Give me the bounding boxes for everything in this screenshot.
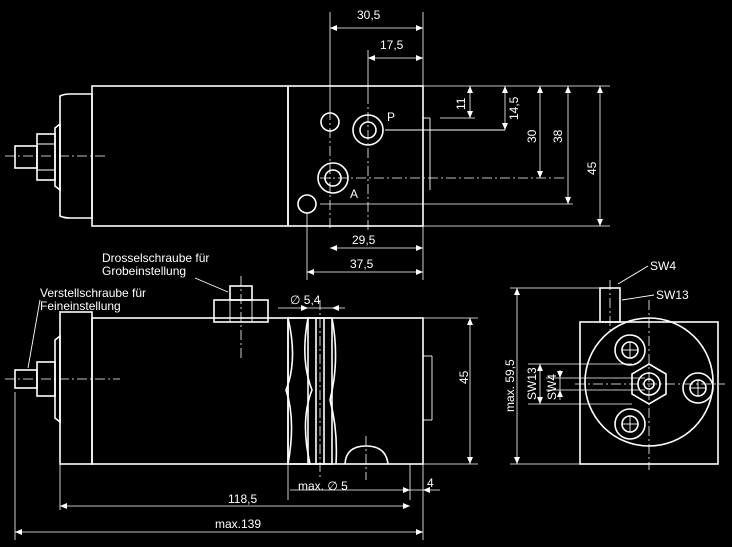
side-view: Drosselschraube für Grobeinstellung Vers… <box>5 251 478 540</box>
dim-45-side: 45 <box>457 370 471 384</box>
dim-37-5: 37,5 <box>350 257 374 271</box>
dim-max-139: max.139 <box>215 517 261 531</box>
dim-11: 11 <box>454 97 468 110</box>
end-screw-top <box>614 334 646 366</box>
dim-4: 4 <box>427 476 434 490</box>
label-verstell-line1: Verstellschraube für <box>40 286 146 300</box>
end-screw-bottom <box>614 408 646 440</box>
label-sw4-top: SW4 <box>650 259 676 273</box>
label-sw4-side: SW4 <box>545 374 559 400</box>
end-screw-right <box>682 372 714 404</box>
dim-29-5: 29,5 <box>352 233 376 247</box>
mounting-hole-lower <box>297 194 317 214</box>
dim-38: 38 <box>551 129 565 143</box>
dim-118-5: 118,5 <box>228 492 257 506</box>
label-drossel-line2: Grobeinstellung <box>102 264 186 278</box>
adjusting-screw-side <box>5 311 120 465</box>
valve-body-side <box>91 317 289 465</box>
label-verstell-line2: Feineinstellung <box>40 299 121 313</box>
dim-30-5: 30,5 <box>357 8 381 22</box>
dim-14-5: 14,5 <box>507 96 521 120</box>
port-p-label: P <box>387 110 395 124</box>
dim-max-59-5: max. 59,5 <box>503 359 517 412</box>
valve-body-top <box>91 85 289 227</box>
label-sw13-side: SW13 <box>525 367 539 400</box>
dim-dia-5-4: ∅ 5,4 <box>290 293 321 307</box>
label-sw13-top: SW13 <box>656 288 689 302</box>
dim-17-5: 17,5 <box>380 38 404 52</box>
label-drossel-line1: Drosselschraube für <box>102 251 209 265</box>
port-a-label: A <box>350 187 358 201</box>
end-view: SW4 SW13 max. 59,5 SW13 SW4 <box>503 259 725 470</box>
valve-block-top <box>287 85 424 227</box>
dim-45-top: 45 <box>585 161 599 175</box>
dim-max-dia-5: max. ∅ 5 <box>298 479 348 493</box>
top-view: P A 30,5 17,5 11 14,5 30 <box>5 8 610 280</box>
dim-30: 30 <box>525 129 539 143</box>
